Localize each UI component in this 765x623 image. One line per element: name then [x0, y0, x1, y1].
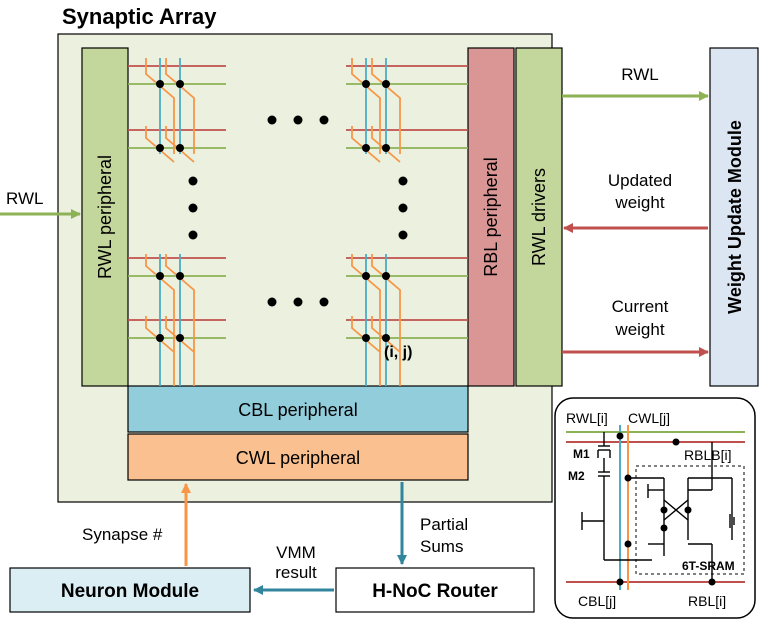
vmm-result-label-2: result — [275, 563, 317, 582]
rwl-peripheral-label: RWL peripheral — [95, 155, 115, 279]
node — [708, 578, 716, 586]
node — [672, 438, 680, 446]
grid-col-orange — [145, 126, 175, 163]
circuit-schematic — [581, 432, 735, 582]
cell-node — [382, 144, 390, 152]
grid-col-orange — [165, 126, 195, 163]
cell-node — [176, 272, 184, 280]
hnoc-router-block — [335, 567, 535, 613]
node — [660, 524, 668, 532]
rwl-drivers-label: RWL drivers — [529, 168, 549, 266]
synapse-number-label: Synapse # — [82, 525, 163, 544]
cell-node — [362, 334, 370, 342]
dot — [398, 230, 408, 240]
node — [616, 432, 624, 440]
dot — [398, 203, 408, 213]
grid-col-orange — [371, 126, 401, 163]
circuit-nodes — [616, 432, 716, 586]
neuron-module-block — [9, 567, 251, 613]
grid-col-orange — [351, 316, 381, 353]
circuit-cbl-label: CBL[j] — [578, 593, 616, 609]
grid-col-orange — [351, 126, 381, 163]
ellipsis-dots — [188, 115, 408, 307]
cell-node — [382, 80, 390, 88]
circuit-m2-label: M2 — [568, 469, 585, 483]
node — [684, 506, 692, 514]
cwl-peripheral-block — [127, 433, 469, 481]
cwl-peripheral-label: CWL peripheral — [236, 448, 360, 468]
cell-node — [156, 334, 164, 342]
vmm-result-label-1: VMM — [276, 543, 316, 562]
rwl-output-label: RWL — [621, 65, 658, 84]
cell-node — [362, 80, 370, 88]
circuit-sram-label: 6T-SRAM — [682, 559, 735, 573]
sram-dashed-box — [635, 465, 745, 575]
partial-sums-label-1: Partial — [420, 515, 468, 534]
cell-node — [176, 334, 184, 342]
diagram-title: Synaptic Array — [62, 4, 217, 29]
cbl-peripheral-block — [127, 385, 469, 433]
cell-node — [382, 272, 390, 280]
updated-weight-label-1: Updated — [608, 171, 672, 190]
hnoc-router-label: H-NoC Router — [372, 581, 498, 602]
cell-node — [176, 144, 184, 152]
circuit-rwl-label: RWL[i] — [566, 410, 608, 426]
node — [660, 506, 668, 514]
dot — [319, 297, 329, 307]
dot — [267, 115, 277, 125]
dot — [293, 297, 303, 307]
rwl-peripheral-block — [81, 47, 129, 387]
node — [616, 578, 624, 586]
circuit-m1-label: M1 — [573, 447, 590, 461]
cell-node — [362, 144, 370, 152]
dot — [293, 115, 303, 125]
cbl-peripheral-label: CBL peripheral — [238, 400, 357, 420]
grid-col-orange — [371, 316, 401, 353]
grid-col-orange — [145, 316, 175, 353]
dot — [267, 297, 277, 307]
current-weight-label-2: weight — [614, 320, 664, 339]
dot — [188, 176, 198, 186]
current-weight-label-1: Current — [612, 297, 669, 316]
rbl-peripheral-label: RBL peripheral — [481, 157, 501, 276]
circuit-inset-frame — [554, 397, 756, 619]
dot — [188, 230, 198, 240]
weight-update-module-label: Weight Update Module — [725, 120, 745, 314]
weight-update-module-block — [709, 47, 759, 387]
cell-node — [156, 144, 164, 152]
sram-cross-2 — [663, 499, 689, 521]
cell-node — [362, 272, 370, 280]
dot — [188, 203, 198, 213]
cell-node — [156, 272, 164, 280]
updated-weight-label-2: weight — [614, 193, 664, 212]
cell-grid — [128, 58, 468, 386]
neuron-module-label: Neuron Module — [61, 581, 199, 602]
cell-node — [382, 334, 390, 342]
dot — [398, 176, 408, 186]
cell-index-label: (i, j) — [384, 344, 412, 361]
rbl-peripheral-block — [467, 47, 515, 387]
node — [624, 540, 632, 548]
partial-sums-label-2: Sums — [420, 537, 463, 556]
circuit-rbl-label: RBL[i] — [688, 593, 726, 609]
circuit-cwl-label: CWL[j] — [628, 410, 670, 426]
circuit-rblb-label: RBLB[i] — [684, 447, 731, 463]
cell-node — [156, 80, 164, 88]
node — [624, 474, 632, 482]
rwl-drivers-block — [515, 47, 563, 387]
cell-node — [176, 80, 184, 88]
rwl-input-label: RWL — [6, 189, 43, 208]
dot — [319, 115, 329, 125]
grid-col-orange — [165, 316, 195, 353]
